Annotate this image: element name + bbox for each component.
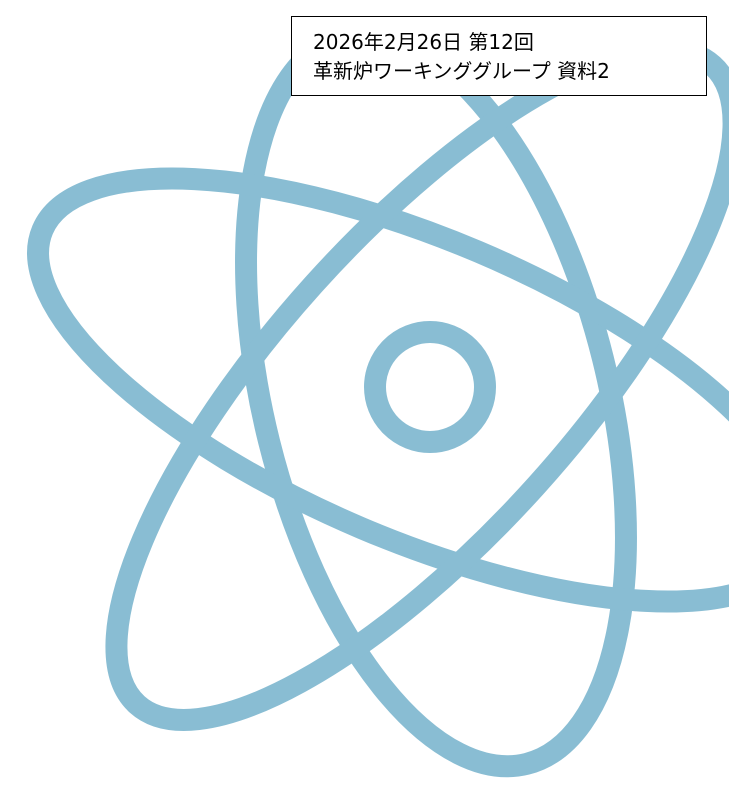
meeting-date-line: 2026年2月26日 第12回: [313, 30, 534, 54]
document-title-line: 革新炉ワーキンググループ 資料2: [313, 59, 610, 83]
document-label-box: 2026年2月26日 第12回 革新炉ワーキンググループ 資料2: [291, 16, 707, 96]
orbit-diagonal: [105, 39, 729, 731]
orbit-horizontal: [27, 167, 729, 613]
nucleus-ring: [364, 321, 496, 453]
